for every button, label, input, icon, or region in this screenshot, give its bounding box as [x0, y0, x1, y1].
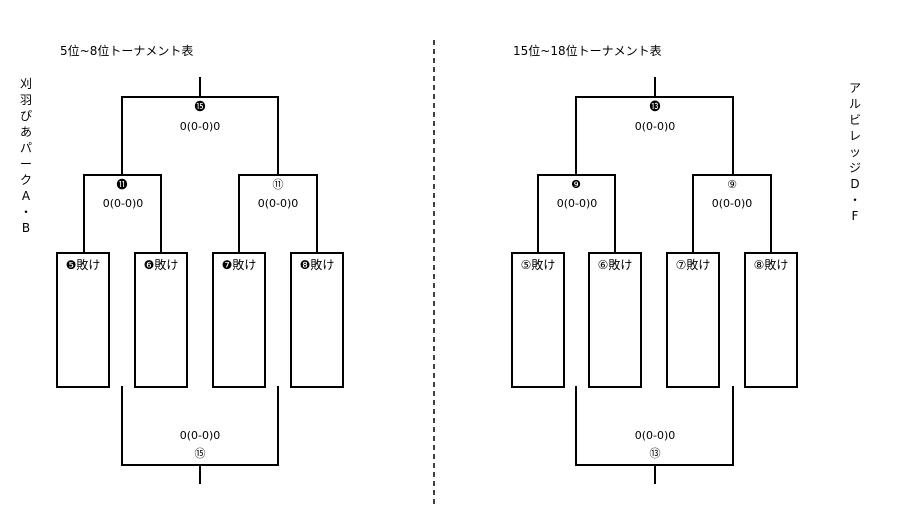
- right-team-box-3: ⑦敗け: [666, 252, 720, 388]
- right-third-match-number: ⑬: [649, 447, 661, 460]
- right-semi1-branch: [537, 174, 616, 253]
- left-third-match-number: ⑮: [194, 447, 206, 460]
- left-semi1-match-number: ⓫: [116, 178, 128, 191]
- right-team-label: ア ル ビ レ ッ ジ D ・ F: [847, 80, 863, 224]
- right-team-char: ・: [848, 193, 861, 207]
- right-semi1-score: 0(0-0)0: [556, 197, 598, 210]
- right-final-match-number: ⓭: [649, 100, 661, 113]
- left-team-box-1: ❺敗け: [56, 252, 110, 388]
- right-team-box-1: ⑤敗け: [511, 252, 565, 388]
- right-team-box-2: ⑥敗け: [588, 252, 642, 388]
- left-team-char: ぴ: [19, 109, 32, 123]
- left-team-box-3: ❼敗け: [212, 252, 266, 388]
- left-team-char: ク: [19, 173, 32, 187]
- left-team-char: パ: [19, 141, 32, 155]
- left-team-char: ・: [19, 205, 32, 219]
- left-final-match-number: ⓯: [194, 100, 206, 113]
- right-third-score: 0(0-0)0: [634, 429, 676, 442]
- right-final-score: 0(0-0)0: [634, 120, 676, 133]
- left-semi2-score: 0(0-0)0: [257, 197, 299, 210]
- left-title: 5位~8位トーナメント表: [60, 44, 194, 58]
- left-team-label: 刈 羽 ぴ あ パ ー ク A ・ B: [18, 76, 34, 236]
- left-team-char: ー: [19, 157, 32, 171]
- left-team-char: A: [21, 189, 31, 203]
- left-final-branch: [121, 96, 279, 175]
- right-semi2-score: 0(0-0)0: [711, 197, 753, 210]
- right-final-branch: [575, 96, 734, 175]
- right-semi2-branch: [692, 174, 772, 253]
- right-title: 15位~18位トーナメント表: [513, 44, 662, 58]
- left-final-score: 0(0-0)0: [179, 120, 221, 133]
- left-team-box-2: ❻敗け: [134, 252, 188, 388]
- right-team-char: F: [851, 209, 859, 223]
- right-team-char: ッ: [848, 145, 861, 159]
- right-team-char: ア: [848, 81, 861, 95]
- right-team-box-4: ⑧敗け: [744, 252, 798, 388]
- left-team-char: あ: [19, 125, 32, 139]
- left-third-score: 0(0-0)0: [179, 429, 221, 442]
- right-semi2-match-number: ⑨: [727, 178, 737, 191]
- right-team-char: ル: [848, 97, 861, 111]
- left-semi2-branch: [238, 174, 318, 253]
- left-team-char: 羽: [19, 93, 32, 107]
- right-team-char: ビ: [848, 113, 861, 127]
- left-team-box-4: ❽敗け: [290, 252, 344, 388]
- right-team-char: レ: [848, 129, 861, 143]
- left-semi2-match-number: ⑪: [272, 178, 284, 191]
- left-semi1-score: 0(0-0)0: [102, 197, 144, 210]
- right-semi1-match-number: ❾: [571, 178, 581, 191]
- left-team-char: B: [21, 221, 31, 235]
- left-semi1-branch: [83, 174, 162, 253]
- right-team-char: ジ: [848, 161, 861, 175]
- left-team-char: 刈: [19, 77, 32, 91]
- right-team-char: D: [850, 177, 860, 191]
